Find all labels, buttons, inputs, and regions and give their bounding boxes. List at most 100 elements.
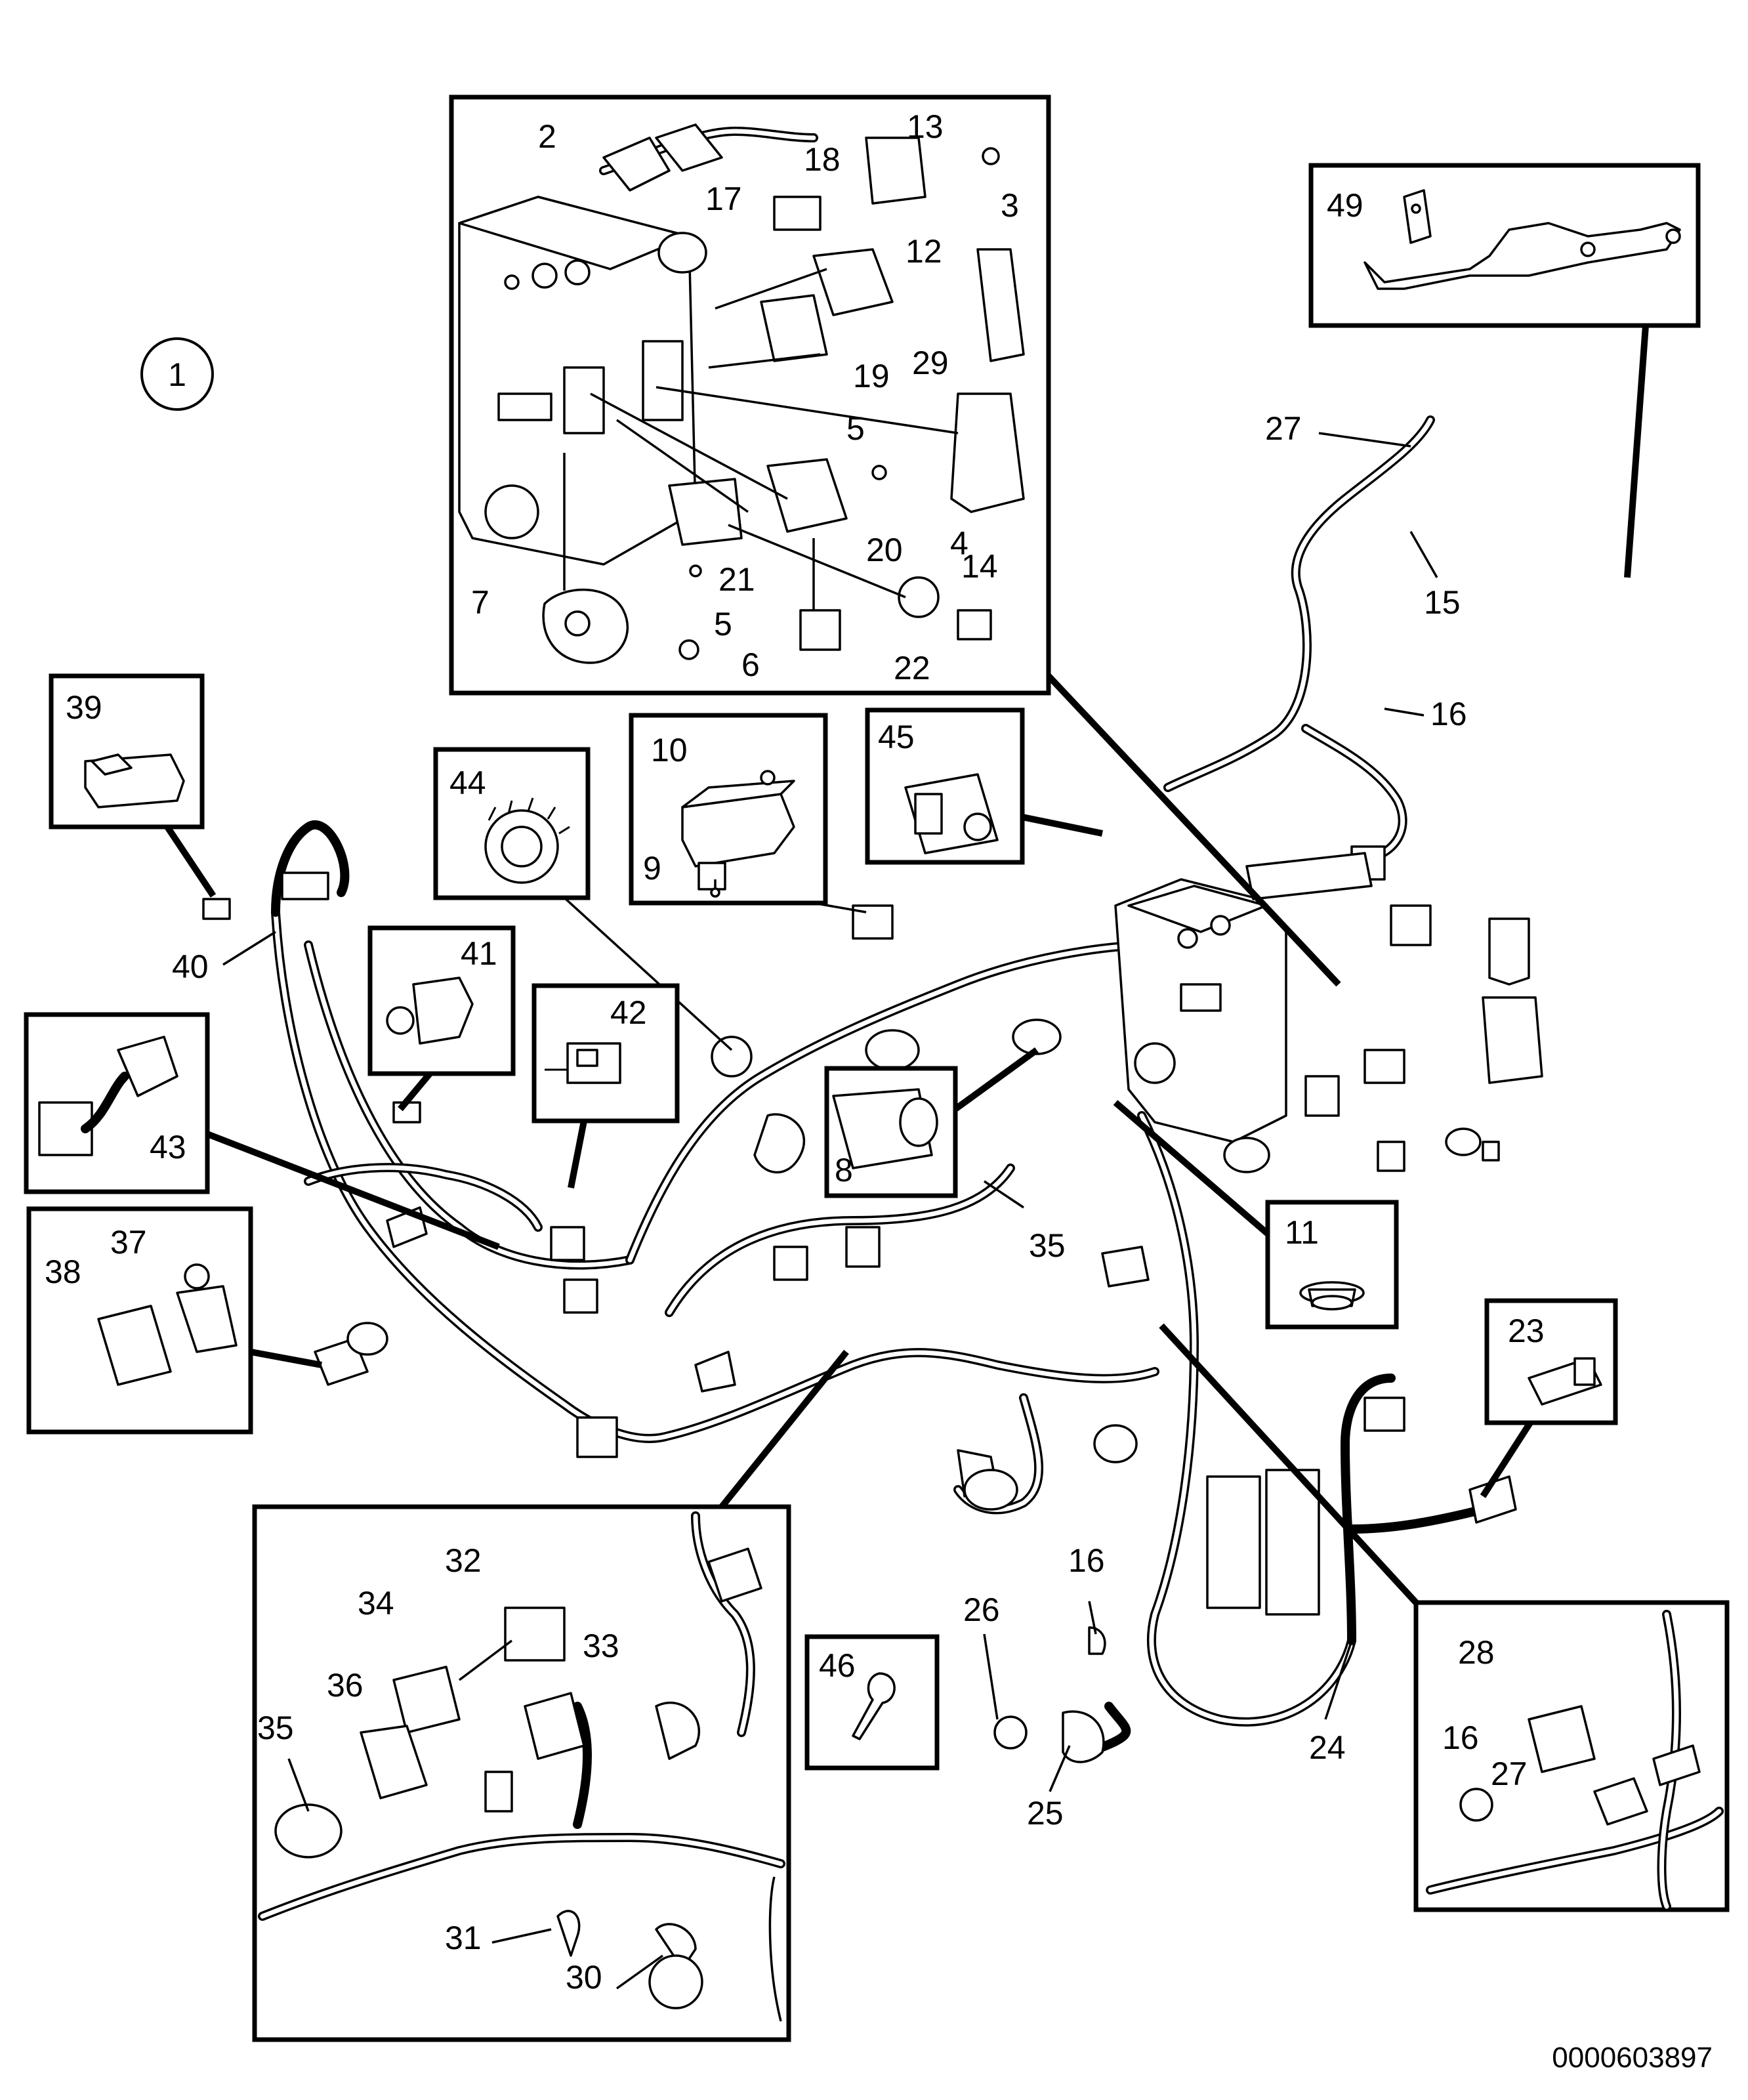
callout-3: 3 [1001,187,1019,224]
callout-27b: 27 [1491,1755,1528,1792]
boot-44-inset [433,747,591,900]
plug-41-inset [367,925,516,1076]
callout-43: 43 [150,1129,186,1166]
leader-bottom-inset [719,1349,849,1509]
callout-labels: 2 3 4 5 5 6 7 8 9 10 11 12 13 14 15 16 1… [45,108,1545,1996]
callout-35a: 35 [257,1710,294,1746]
callout-20: 20 [866,532,903,568]
callout-8: 8 [835,1152,853,1188]
callout-14: 14 [961,548,998,585]
leader-42 [568,1120,587,1188]
leader-11 [1113,1100,1270,1236]
callout-24: 24 [1309,1729,1346,1766]
connector-43-inset [24,1012,210,1194]
leader-43 [206,1131,500,1250]
callout-2: 2 [538,118,556,155]
callout-13: 13 [907,108,944,145]
callout-40: 40 [172,948,209,985]
leader-44 [563,896,733,1051]
callout-16c: 16 [1442,1719,1479,1756]
callout-30: 30 [566,1959,602,1996]
callout-33: 33 [583,1628,619,1664]
leader-40 [222,931,276,966]
leader-38 [250,1349,322,1368]
callout-27a: 27 [1265,410,1302,447]
callout-36: 36 [327,1667,364,1704]
callout-49: 49 [1327,187,1363,224]
callout-11: 11 [1285,1214,1319,1251]
leader-27 [1318,432,1411,448]
leader-28 [1159,1323,1419,1605]
leader-8 [953,1047,1039,1112]
callout-5a: 5 [846,410,865,447]
image-code: 0000603897 [1552,2042,1713,2074]
callout-41: 41 [461,935,497,972]
callout-23: 23 [1508,1312,1545,1349]
connector-23-inset [1484,1298,1618,1425]
callout-21: 21 [718,561,755,598]
callout-4: 4 [950,525,968,562]
callout-16a: 16 [1430,696,1467,732]
leader-15 [1409,531,1438,578]
callout-42: 42 [610,994,647,1031]
leader-39 [164,825,217,898]
callout-37: 37 [110,1224,147,1261]
callout-32: 32 [445,1542,482,1579]
grommet-11-inset [1265,1200,1399,1330]
leader-45 [1021,814,1104,837]
callout-6: 6 [741,646,760,683]
callout-5b: 5 [714,606,732,642]
leader-35 [984,1180,1024,1209]
callout-16b: 16 [1068,1542,1105,1579]
callout-45: 45 [878,719,915,755]
leader-10 [813,902,867,914]
callout-29: 29 [912,345,949,381]
leader-26 [983,1633,999,1720]
callout-10: 10 [651,732,688,768]
main-harness-assembly [202,415,1543,1763]
callout-17: 17 [705,180,742,217]
bracket-49-inset [1308,163,1701,328]
control-module-detail-inset [449,94,1051,696]
callout-28: 28 [1458,1634,1495,1671]
relay-37-38-inset [26,1206,253,1435]
leader-25 [1049,1745,1071,1792]
clip-46-inset [804,1634,940,1771]
connector-39-inset [49,673,205,830]
leader-24 [1324,1640,1353,1720]
view-number: 1 [168,356,186,393]
callout-31: 31 [445,1920,482,1956]
callout-25: 25 [1027,1795,1064,1832]
leader-30 [615,1954,664,1990]
callout-12: 12 [905,233,942,270]
sensor-28-inset [1413,1600,1730,1912]
leader-control-inset [1046,673,1341,987]
connector-42-inset [531,983,680,1124]
callout-22: 22 [894,650,930,686]
sensor-10-inset [629,713,828,906]
sensor-8-inset [824,1066,958,1198]
leader-35b [287,1758,310,1812]
callout-7: 7 [471,584,489,621]
view-number-badge: 1 [140,337,214,411]
callout-15: 15 [1424,584,1461,621]
callout-44: 44 [449,765,486,801]
callout-38: 38 [45,1253,81,1290]
callout-26: 26 [963,1591,1000,1628]
callout-18: 18 [804,141,841,178]
callout-19: 19 [853,358,890,394]
leader-41 [398,1071,432,1112]
callout-35b: 35 [1029,1227,1066,1264]
callout-34: 34 [358,1585,394,1622]
leader-31 [491,1928,552,1944]
bracket-45-inset [865,707,1025,865]
leader-16a [1384,707,1425,717]
leader-16b [1088,1601,1097,1635]
callout-9: 9 [643,850,661,887]
leader-23 [1480,1421,1533,1498]
leader-49 [1624,325,1649,578]
connector-detail-inset [252,1504,791,2042]
callout-46: 46 [819,1647,856,1684]
callout-39: 39 [66,689,102,726]
